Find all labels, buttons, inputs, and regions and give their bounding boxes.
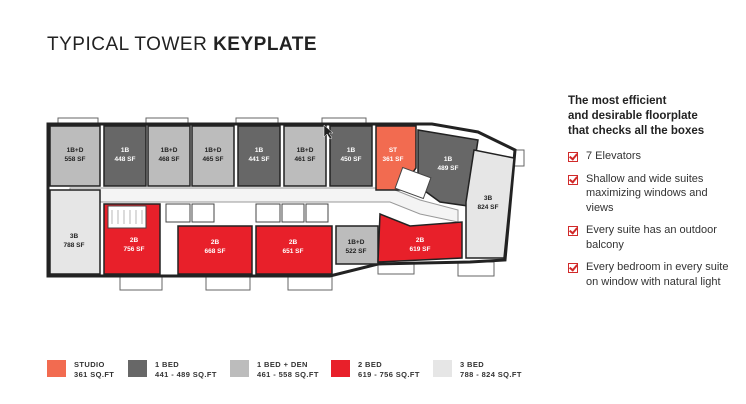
unit-area-label: 465 SF [203, 156, 224, 163]
unit-area-label: 522 SF [346, 248, 367, 255]
unit-fill [177, 225, 253, 275]
feature-item: Shallow and wide suites maximizing windo… [568, 172, 738, 216]
feature-text: Shallow and wide suites maximizing windo… [586, 172, 708, 214]
checkbox-icon [568, 263, 578, 273]
elevator-bank-2 [191, 203, 215, 223]
unit-type-label: ST [389, 147, 397, 154]
unit-type-label: 2B [416, 237, 425, 244]
page-title: TYPICAL TOWER KEYPLATE [47, 34, 317, 56]
feature-text: Every suite has an outdoor balcony [586, 224, 717, 251]
unit-type-label: 1B+D [205, 147, 222, 154]
unit-type-label: 1B [444, 156, 453, 163]
checkbox-icon [568, 226, 578, 236]
unit-area-label: 441 SF [249, 156, 270, 163]
checkbox-icon [568, 174, 578, 185]
unit-fill [103, 125, 147, 187]
unit-type-label: 3B [70, 233, 79, 240]
heading-line-3: that checks all the boxes [568, 125, 705, 137]
title-bold: KEYPLATE [213, 34, 318, 55]
unit-fill [191, 125, 235, 187]
unit-1bd-5: 1B+D 461 SF [283, 125, 327, 187]
feature-text: 7 Elevators [586, 150, 642, 162]
stair-hatching [111, 210, 143, 224]
unit-1bd-2: 1B+D 468 SF [147, 125, 191, 187]
unit-type-label: 1B [255, 147, 264, 154]
unit-type-label: 3B [484, 195, 493, 202]
unit-type-label: 1B+D [161, 147, 178, 154]
unit-fill [329, 125, 373, 187]
unit-type-label: 2B [211, 239, 220, 246]
feature-text: Every bedroom in every suite on window w… [586, 261, 729, 288]
checkbox-icon [568, 152, 578, 162]
unit-1bd-0: 1B+D 558 SF [49, 125, 101, 187]
unit-area-label: 651 SF [283, 248, 304, 255]
unit-fill [49, 189, 101, 275]
unit-type-label: 1B+D [348, 239, 365, 246]
unit-area-label: 788 SF [64, 242, 85, 249]
heading-line-1: The most efficient [568, 95, 667, 107]
elevator-bank-1 [165, 203, 191, 223]
unit-2b-11: 2B 668 SF [177, 225, 253, 275]
unit-area-label: 461 SF [295, 156, 316, 163]
unit-fill [49, 125, 101, 187]
unit-type-label: 1B+D [297, 147, 314, 154]
feature-item: Every bedroom in every suite on window w… [568, 260, 738, 289]
unit-type-label: 2B [289, 239, 298, 246]
feature-item: 7 Elevators [568, 149, 738, 164]
unit-area-label: 824 SF [478, 204, 499, 211]
unit-2b-12: 2B 651 SF [255, 225, 333, 275]
unit-1b-1: 1B 448 SF [103, 125, 147, 187]
unit-fill [147, 125, 191, 187]
unit-type-label: 1B [121, 147, 130, 154]
unit-area-label: 756 SF [124, 246, 145, 253]
unit-fill [465, 149, 515, 259]
unit-area-label: 489 SF [438, 165, 459, 172]
title-light: TYPICAL TOWER [47, 34, 214, 55]
elevator-bank-4 [281, 203, 305, 223]
heading-line-2: and desirable floorplate [568, 110, 698, 122]
feature-item: Every suite has an outdoor balcony [568, 223, 738, 252]
unit-3b-15: 3B 824 SF [465, 149, 515, 259]
unit-area-label: 448 SF [115, 156, 136, 163]
unit-fill [377, 212, 463, 263]
unit-area-label: 668 SF [205, 248, 226, 255]
unit-fill [255, 225, 333, 275]
unit-fill [283, 125, 327, 187]
unit-area-label: 558 SF [65, 156, 86, 163]
unit-area-label: 450 SF [341, 156, 362, 163]
core [107, 166, 432, 229]
elevator-bank-3 [255, 203, 281, 223]
features-heading: The most efficient and desirable floorpl… [568, 94, 738, 139]
unit-type-label: 2B [130, 237, 139, 244]
cursor-icon [323, 124, 334, 140]
unit-1bd-3: 1B+D 465 SF [191, 125, 235, 187]
unit-fill [335, 225, 379, 265]
unit-fill [237, 125, 281, 187]
features-panel: The most efficient and desirable floorpl… [568, 94, 738, 297]
unit-area-label: 361 SF [383, 156, 404, 163]
unit-1b-4: 1B 441 SF [237, 125, 281, 187]
stair-core-right [394, 166, 432, 200]
elevator-bank-5 [305, 203, 329, 223]
unit-type-label: 1B [347, 147, 356, 154]
stair-core-left [107, 205, 147, 229]
features-list: 7 Elevators Shallow and wide suites maxi… [568, 149, 738, 289]
unit-area-label: 619 SF [410, 246, 431, 253]
unit-type-label: 1B+D [67, 147, 84, 154]
unit-1b-8: 1B 489 SF [417, 129, 479, 207]
unit-1b-6: 1B 450 SF [329, 125, 373, 187]
unit-1bd-13: 1B+D 522 SF [335, 225, 379, 265]
unit-3b-9: 3B 788 SF [49, 189, 101, 275]
unit-2b-14: 2B 619 SF [377, 212, 463, 263]
unit-area-label: 468 SF [159, 156, 180, 163]
